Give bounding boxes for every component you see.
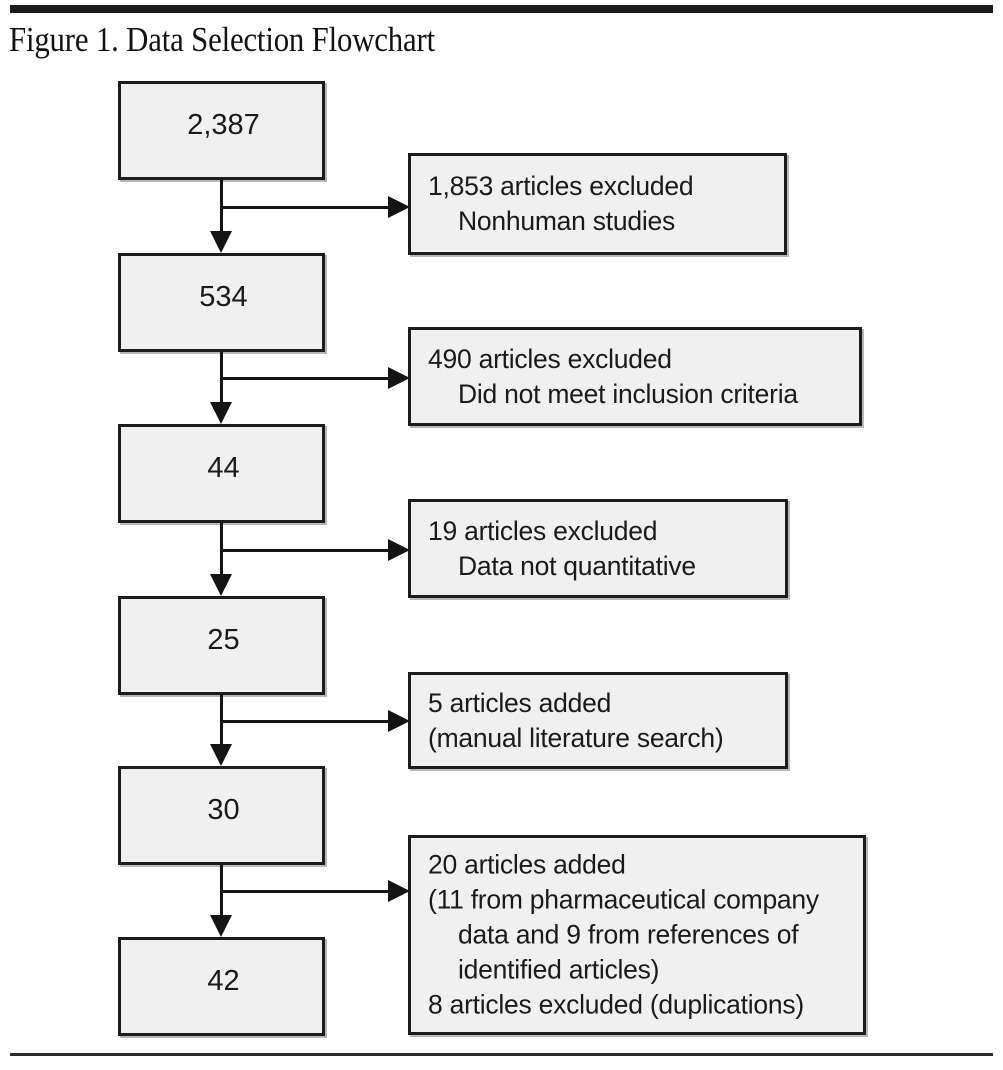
- stage-box-4: 25: [118, 596, 325, 695]
- connector-stem-5: [220, 865, 223, 922]
- stage-box-3: 44: [118, 424, 325, 523]
- connector-arrow-down-5: [210, 915, 232, 937]
- note-line: (11 from pharmaceutical company: [428, 884, 819, 915]
- connector-stem-4: [220, 695, 223, 752]
- stage-box-6: 42: [118, 937, 325, 1036]
- note-line: 19 articles excluded: [428, 515, 658, 546]
- connector-arrow-down-2: [210, 402, 232, 424]
- note-line: Nonhuman studies: [458, 206, 675, 236]
- connector-arrow-down-3: [210, 574, 232, 596]
- connector-arrow-right-2: [388, 367, 410, 389]
- note-line: 20 articles added: [428, 849, 626, 880]
- connector-arrow-right-4: [388, 710, 410, 732]
- note-box-5: 20 articles added (11 from pharmaceutica…: [408, 835, 866, 1035]
- connector-arrow-right-3: [388, 539, 410, 561]
- top-rule: [10, 5, 993, 13]
- bottom-rule: [10, 1053, 993, 1056]
- note-line: 5 articles added: [428, 687, 612, 718]
- note-lines-5: 20 articles added (11 from pharmaceutica…: [428, 848, 853, 1023]
- connector-stem-2: [220, 352, 223, 409]
- note-line: Data not quantitative: [458, 550, 696, 581]
- connector-branch-1: [220, 206, 390, 209]
- connector-branch-5: [220, 890, 390, 893]
- note-box-3: 19 articles excluded Data not quantitati…: [408, 499, 788, 598]
- figure-title: Figure 1. Data Selection Flowchart: [9, 20, 435, 59]
- note-box-2: 490 articles excluded Did not meet inclu…: [408, 327, 862, 426]
- note-line: data and 9 from references of: [458, 919, 799, 950]
- connector-branch-2: [220, 377, 390, 380]
- connector-branch-3: [220, 549, 390, 552]
- note-lines-1: 1,853 articles excluded Nonhuman studies: [428, 169, 774, 239]
- note-lines-3: 19 articles excluded Data not quantitati…: [428, 514, 775, 584]
- note-lines-2: 490 articles excluded Did not meet inclu…: [428, 342, 849, 412]
- stage-count-3: 44: [207, 451, 240, 484]
- connector-branch-4: [220, 720, 390, 723]
- stage-box-2: 534: [118, 253, 325, 352]
- connector-arrow-right-1: [388, 196, 410, 218]
- stage-box-1: 2,387: [118, 81, 325, 180]
- note-line: 8 articles excluded (duplications): [428, 989, 804, 1020]
- note-line: identified articles): [458, 954, 660, 985]
- connector-arrow-right-5: [388, 880, 410, 902]
- stage-count-5: 30: [207, 793, 240, 826]
- note-line: (manual literature search): [428, 722, 724, 753]
- note-box-4: 5 articles added (manual literature sear…: [408, 672, 788, 769]
- connector-arrow-down-1: [210, 231, 232, 253]
- stage-count-1: 2,387: [187, 108, 260, 141]
- note-line: 1,853 articles excluded: [428, 171, 694, 201]
- note-lines-4: 5 articles added (manual literature sear…: [428, 686, 775, 756]
- note-line: Did not meet inclusion criteria: [458, 378, 798, 409]
- note-line: 490 articles excluded: [428, 343, 672, 374]
- connector-arrow-down-4: [210, 744, 232, 766]
- stage-box-5: 30: [118, 766, 325, 865]
- stage-count-6: 42: [207, 964, 240, 997]
- note-box-1: 1,853 articles excluded Nonhuman studies: [408, 153, 787, 255]
- stage-count-2: 534: [199, 280, 248, 313]
- stage-count-4: 25: [207, 623, 240, 656]
